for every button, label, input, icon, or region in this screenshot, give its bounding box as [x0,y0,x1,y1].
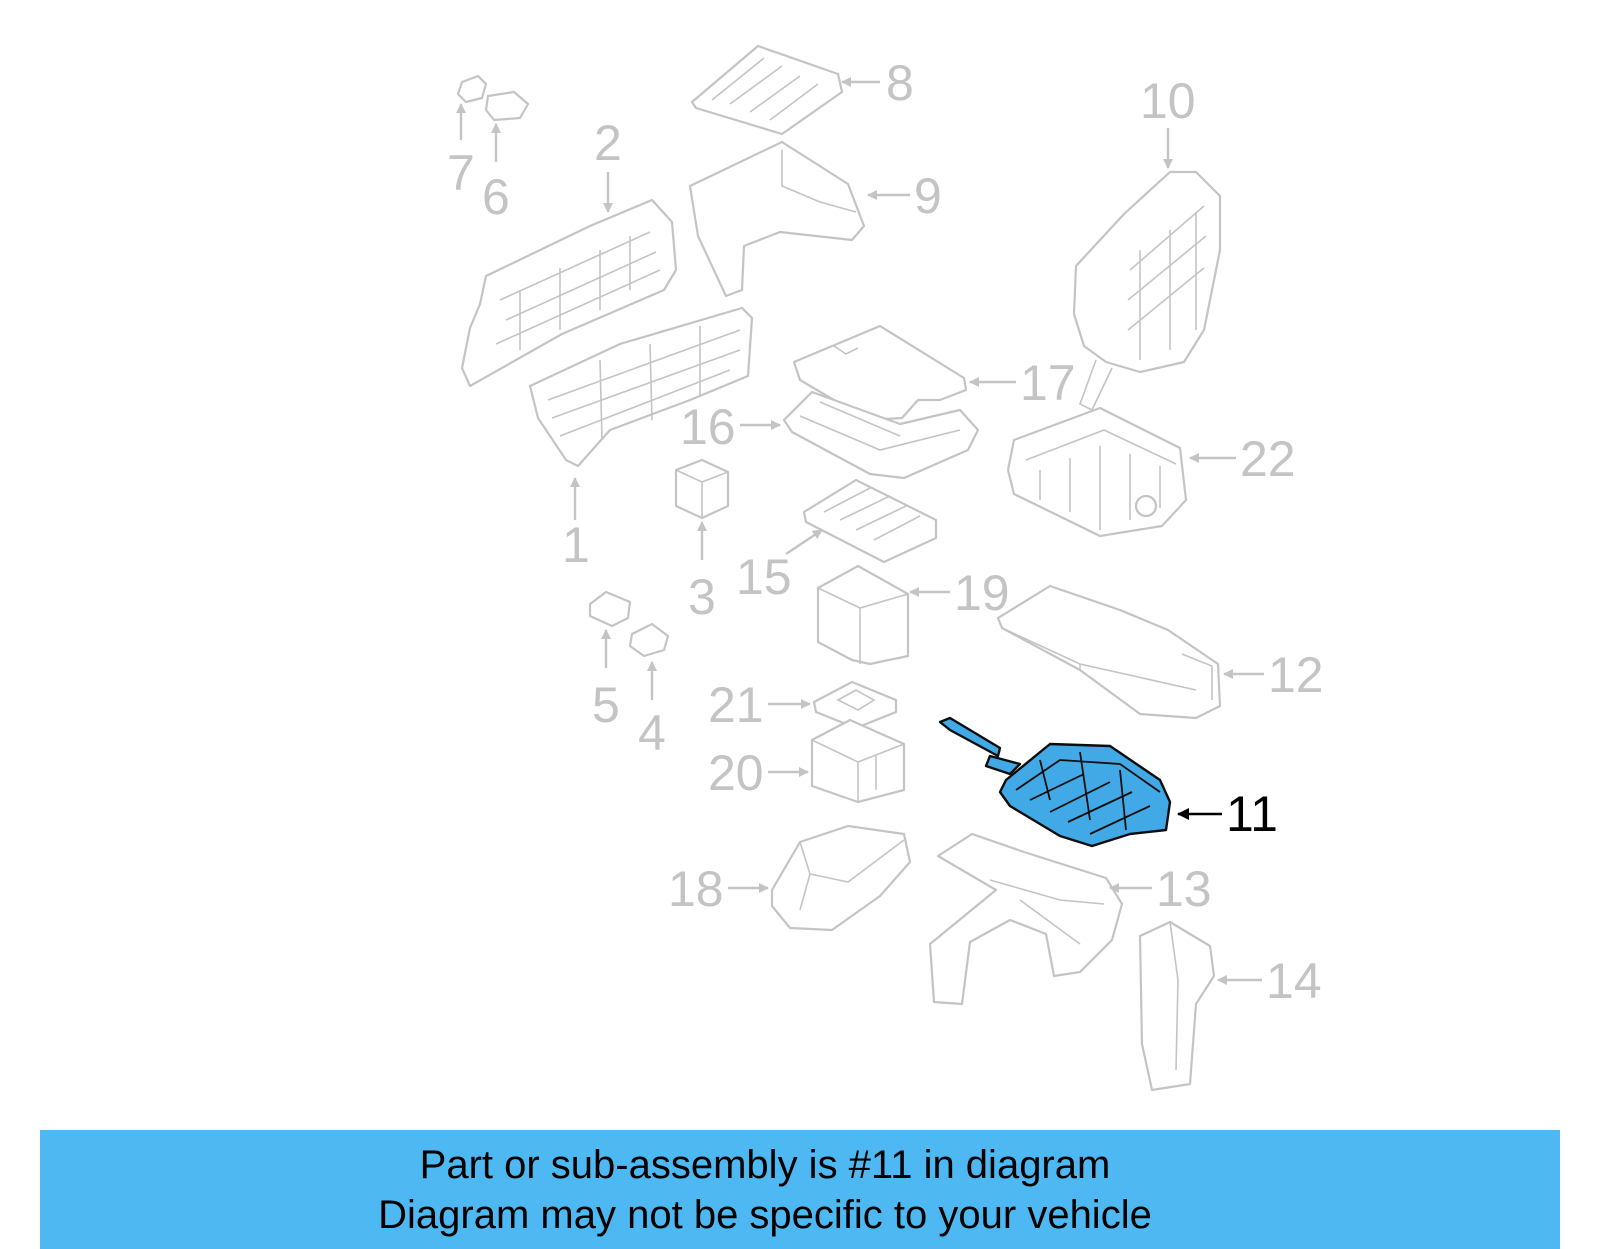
callout-5: 5 [592,629,620,733]
part-11-highlighted [938,716,1172,848]
callout-12: 12 [1223,647,1324,703]
part-14-bracket [1138,920,1216,1092]
banner-line-disclaimer: Diagram may not be specific to your vehi… [378,1193,1152,1237]
callout-6: 6 [482,123,510,225]
callout-19: 19 [909,565,1010,621]
callout-21: 21 [708,677,811,733]
part-2-panel [460,198,678,388]
part-13-bracket [928,832,1124,1006]
svg-text:22: 22 [1240,431,1296,487]
callout-20: 20 [708,745,809,801]
svg-text:14: 14 [1266,953,1322,1009]
svg-text:12: 12 [1268,647,1324,703]
part-1-block [528,306,754,468]
callout-4: 4 [638,661,666,761]
svg-text:1: 1 [562,517,590,573]
callout-9: 9 [867,168,942,224]
callout-13: 13 [1109,861,1212,917]
svg-text:5: 5 [592,677,620,733]
callout-18: 18 [668,861,769,917]
svg-text:7: 7 [447,145,475,201]
svg-text:8: 8 [886,55,914,111]
callout-15: 15 [736,529,823,605]
part-18-cover [770,824,912,932]
part-8-cover [690,44,844,136]
callout-22: 22 [1189,431,1296,487]
part-7-clip [456,74,488,104]
callout-10: 10 [1140,73,1196,169]
part-16-box [782,390,980,480]
svg-text:19: 19 [954,565,1010,621]
info-banner: Part or sub-assembly is #11 in diagram D… [40,1130,1560,1249]
svg-text:2: 2 [594,115,622,171]
callout-14: 14 [1217,953,1322,1009]
part-22-module [1006,406,1188,538]
callout-1: 1 [562,477,590,573]
callout-11: 11 [1177,786,1278,842]
part-3-relay [674,458,730,520]
part-21-relay [812,680,898,730]
callout-3: 3 [688,521,716,625]
svg-text:21: 21 [708,677,764,733]
part-9-bracket [688,140,866,298]
svg-text:3: 3 [688,569,716,625]
part-4-connector [628,622,670,658]
callout-2: 2 [594,115,622,213]
part-20-housing [810,718,906,804]
svg-text:4: 4 [638,705,666,761]
svg-text:17: 17 [1020,355,1076,411]
part-6-clip [484,90,530,122]
svg-text:20: 20 [708,745,764,801]
callout-16: 16 [680,399,781,455]
svg-text:10: 10 [1140,73,1196,129]
svg-text:11: 11 [1226,786,1278,842]
part-10-box [1072,170,1222,412]
svg-text:9: 9 [914,168,942,224]
svg-text:15: 15 [736,549,792,605]
banner-line-part-number: Part or sub-assembly is #11 in diagram [419,1143,1111,1187]
part-5-connector [588,590,632,628]
svg-text:6: 6 [482,169,510,225]
parts-diagram: 1 2 3 4 5 6 7 8 9 10 11 12 [447,44,1324,1092]
svg-text:16: 16 [680,399,736,455]
part-19-box [816,564,910,666]
part-15-board [802,478,938,564]
callout-7: 7 [447,103,475,201]
svg-text:13: 13 [1156,861,1212,917]
svg-text:18: 18 [668,861,724,917]
part-12-module [996,584,1222,720]
callout-8: 8 [841,55,914,111]
callout-17: 17 [969,355,1076,411]
